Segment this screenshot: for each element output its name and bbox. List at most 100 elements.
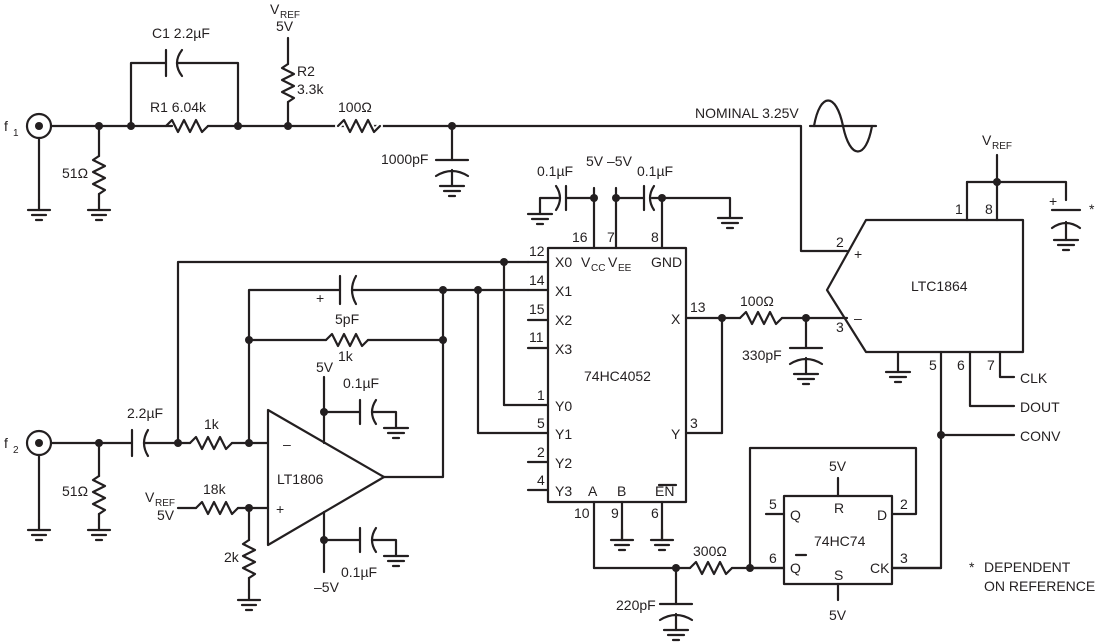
label-y3: Y3 (555, 483, 572, 499)
label-y2: Y2 (555, 455, 572, 471)
label-adc-p8: 8 (985, 201, 993, 217)
label-p3: 3 (690, 415, 698, 431)
label-p8: 8 (651, 229, 659, 245)
label-pb: B (617, 483, 626, 499)
label-p16: 16 (572, 229, 588, 245)
label-v5-a: 5V (586, 153, 604, 169)
label-mux-x: X (671, 311, 681, 327)
label-clk: CLK (1020, 370, 1048, 386)
label-vee-sub: EE (618, 263, 632, 274)
label-vref-top-sub: REF (280, 10, 300, 21)
opamp-section (25, 258, 530, 612)
label-r51-2: 51Ω (62, 483, 88, 499)
label-r300: 300Ω (693, 543, 727, 559)
label-pa: A (588, 483, 598, 499)
label-p7: 7 (607, 229, 615, 245)
mux-74hc4052 (476, 184, 744, 570)
label-ff-r: R (834, 500, 844, 516)
label-y0: Y0 (555, 398, 572, 414)
label-x3: X3 (555, 341, 572, 357)
label-adc-p3: 3 (836, 319, 844, 335)
label-ff-d: D (877, 507, 887, 523)
label-ff-5v-top: 5V (829, 458, 847, 474)
mux-output-filter (718, 310, 849, 435)
label-nominal: NOMINAL 3.25V (695, 105, 799, 121)
label-c01-op2: 0.1µF (341, 564, 377, 580)
label-ff-p6: 6 (769, 550, 777, 566)
label-p4: 4 (537, 472, 545, 488)
label-adc-p1: 1 (955, 201, 963, 217)
label-ff-qb: Q (790, 560, 801, 576)
label-v5-op: 5V (316, 359, 334, 375)
label-r1k-in: 1k (204, 416, 220, 432)
label-cap-plus-5p: + (316, 290, 324, 306)
label-p6: 6 (651, 505, 659, 521)
label-c1000: 1000pF (381, 151, 428, 167)
label-vcc: V (581, 254, 591, 270)
label-dout: DOUT (1020, 399, 1060, 415)
label-x0: X0 (555, 254, 572, 270)
label-adc-p2: 2 (836, 234, 844, 250)
label-note1: DEPENDENT (984, 559, 1071, 575)
label-opamp: LT1806 (277, 471, 324, 487)
adc-ltc1864 (825, 153, 1082, 570)
label-p14: 14 (529, 272, 545, 288)
label-adc-p6: 6 (957, 357, 965, 373)
label-r51-1: 51Ω (62, 165, 88, 181)
label-p12: 12 (529, 243, 545, 259)
label-p15: 15 (529, 301, 545, 317)
label-adc: LTC1864 (911, 278, 968, 294)
label-p13: 13 (690, 299, 706, 315)
label-note-star: * (969, 559, 975, 575)
label-c220: 220pF (616, 597, 656, 613)
label-p9: 9 (611, 505, 619, 521)
input-f1 (25, 36, 878, 253)
label-vref-bot: V (145, 489, 155, 505)
label-vee: V (608, 254, 618, 270)
label-conv: CONV (1020, 428, 1061, 444)
label-p11: 11 (529, 329, 544, 345)
label-r1: R1 6.04k (150, 99, 207, 115)
label-ff-p5: 5 (769, 496, 777, 512)
schematic-labels: f 1 C1 2.2µF R1 6.04k V REF 5V R2 3.3k 1… (4, 1, 1095, 623)
label-vref-top-val: 5V (276, 18, 294, 34)
label-c1: C1 2.2µF (152, 25, 210, 41)
label-adc-p7: 7 (987, 357, 995, 373)
label-mux-y: Y (671, 426, 681, 442)
label-p2: 2 (537, 444, 545, 460)
label-c01-op: 0.1µF (343, 375, 379, 391)
label-ff-q: Q (790, 507, 801, 523)
label-p5: 5 (537, 415, 545, 431)
label-y1: Y1 (555, 426, 572, 442)
label-vref-top: V (270, 1, 280, 17)
label-vref-right: V (982, 132, 992, 148)
label-c01-b: 0.1µF (637, 163, 673, 179)
flipflop-74hc74 (592, 446, 943, 642)
label-vref-bot-val: 5V (157, 507, 175, 523)
label-ff-ck: CK (870, 560, 890, 576)
label-adc-plus: + (854, 246, 862, 262)
label-cap-plus: + (1049, 193, 1057, 209)
label-vcc-sub: CC (591, 263, 605, 274)
label-ff-s: S (834, 567, 843, 583)
label-r2: R2 (297, 63, 315, 79)
label-r2-val: 3.3k (297, 81, 324, 97)
label-vref-bot-sub: REF (155, 498, 175, 509)
label-ff-5v-bot: 5V (829, 607, 847, 623)
label-mux: 74HC4052 (584, 368, 651, 384)
label-p10: 10 (574, 505, 590, 521)
label-opamp-minus: – (283, 436, 291, 452)
label-ff: 74HC74 (814, 533, 866, 549)
label-r100-mid: 100Ω (740, 293, 774, 309)
label-p1: 1 (537, 387, 545, 403)
label-adc-p5: 5 (929, 357, 937, 373)
label-x2: X2 (555, 312, 572, 328)
label-opamp-plus: + (276, 501, 284, 517)
label-gnd: GND (651, 254, 682, 270)
label-note2: ON REFERENCE (984, 578, 1095, 594)
label-vm5-op: –5V (314, 579, 340, 595)
label-f1-sub: 1 (13, 128, 19, 139)
label-vref-right-sub: REF (992, 141, 1012, 152)
label-f2: f (4, 435, 8, 451)
